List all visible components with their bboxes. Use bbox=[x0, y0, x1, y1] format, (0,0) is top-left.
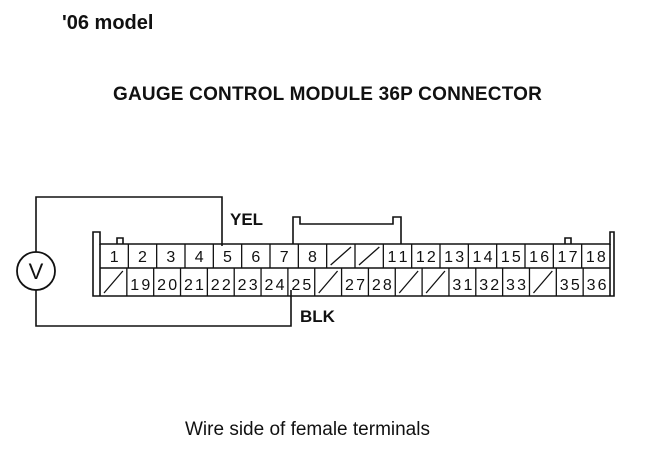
pin-4: 4 bbox=[195, 249, 204, 266]
pin-8: 8 bbox=[308, 249, 317, 266]
pin-25: 25 bbox=[291, 277, 311, 294]
pin-36: 36 bbox=[587, 277, 607, 294]
pin-21: 21 bbox=[184, 277, 204, 294]
pin-15: 15 bbox=[501, 249, 521, 266]
pin-23: 23 bbox=[238, 277, 258, 294]
empty-cavity bbox=[425, 270, 446, 294]
empty-cavity bbox=[532, 270, 553, 294]
pin-12: 12 bbox=[416, 249, 436, 266]
voltmeter-icon: V bbox=[16, 251, 56, 291]
diagram-caption: Wire side of female terminals bbox=[185, 419, 430, 440]
pin-5: 5 bbox=[223, 249, 232, 266]
pin-32: 32 bbox=[479, 277, 499, 294]
pin-28: 28 bbox=[372, 277, 392, 294]
yel-wire bbox=[35, 196, 223, 252]
pin-35: 35 bbox=[560, 277, 580, 294]
pin-27: 27 bbox=[345, 277, 365, 294]
test-wires bbox=[35, 196, 292, 327]
blk-wire-label: BLK bbox=[300, 307, 336, 326]
pin-20: 20 bbox=[157, 277, 177, 294]
empty-cavity bbox=[103, 270, 124, 294]
connector-title: GAUGE CONTROL MODULE 36P CONNECTOR bbox=[113, 84, 543, 105]
empty-cavity bbox=[358, 246, 380, 266]
voltmeter-symbol: V bbox=[29, 259, 44, 284]
yel-wire-label: YEL bbox=[230, 210, 263, 229]
pin-11: 11 bbox=[388, 249, 408, 266]
pin-18: 18 bbox=[586, 249, 606, 266]
empty-cavity bbox=[318, 270, 339, 294]
pin-19: 19 bbox=[130, 277, 150, 294]
pin-1: 1 bbox=[110, 249, 119, 266]
pin-14: 14 bbox=[473, 249, 493, 266]
pin-33: 33 bbox=[506, 277, 526, 294]
blk-wire bbox=[35, 290, 292, 327]
pin-13: 13 bbox=[444, 249, 464, 266]
pin-6: 6 bbox=[251, 249, 260, 266]
pin-3: 3 bbox=[166, 249, 175, 266]
pin-7: 7 bbox=[280, 249, 289, 266]
model-year-label: '06 model bbox=[62, 12, 154, 34]
empty-cavity bbox=[330, 246, 352, 266]
pin-17: 17 bbox=[558, 249, 578, 266]
pin-2: 2 bbox=[138, 249, 147, 266]
pin-16: 16 bbox=[529, 249, 549, 266]
pin-22: 22 bbox=[211, 277, 231, 294]
pin-24: 24 bbox=[264, 277, 284, 294]
pin-31: 31 bbox=[452, 277, 472, 294]
empty-cavity bbox=[398, 270, 419, 294]
